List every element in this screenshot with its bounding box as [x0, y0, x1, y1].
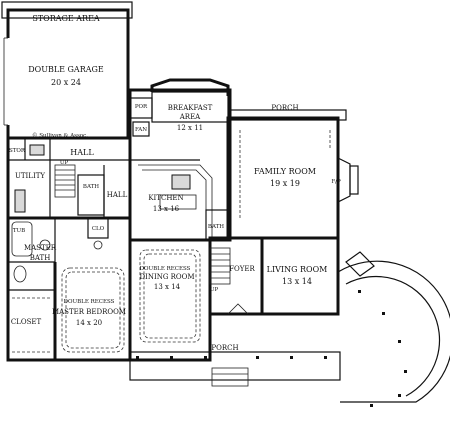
dining-note: DOUBLE RECESS: [140, 266, 191, 272]
front-porch: [129, 351, 341, 387]
porch-top-label: PORCH: [271, 104, 298, 112]
foyer-label: FOYER: [229, 265, 255, 273]
master-bath-label-line1: MASTER: [24, 244, 57, 252]
storage-area-label: STORAGE AREA: [32, 14, 100, 23]
up-label-1: UP: [60, 160, 69, 166]
gazebo-porch: [337, 251, 450, 407]
hall-side-label: HALL: [107, 191, 128, 199]
dining-room-size: 13 x 14: [154, 283, 181, 291]
living-room-size: 13 x 14: [282, 277, 312, 286]
copyright-label: © Sullivan & Assoc.: [32, 132, 88, 139]
porch-front-label: PORCH: [211, 344, 238, 352]
stor-label: STOR: [9, 148, 26, 154]
kitchen-size: 13 x 16: [153, 205, 180, 213]
master-bedroom-label: MASTER BEDROOM: [52, 308, 126, 316]
garage-size: 20 x 24: [51, 78, 81, 87]
closet-label: CLOSET: [11, 318, 42, 326]
master-bed-note: DOUBLE RECESS: [64, 299, 115, 305]
up-label-2: UP: [210, 287, 219, 293]
stairs-utility: [54, 164, 76, 198]
breakfast-size: 12 x 11: [177, 124, 203, 132]
fireplace-label: F/P: [331, 179, 341, 185]
master-bedroom-size: 14 x 20: [76, 319, 102, 327]
hall-upper-label: HALL: [70, 148, 94, 157]
garage-label: DOUBLE GARAGE: [28, 65, 104, 74]
clo-label: CLO: [92, 226, 105, 232]
breakfast-label-line1: BREAKFAST: [168, 104, 213, 112]
master-bath-label-line2: BATH: [30, 254, 51, 262]
family-room-size: 19 x 19: [270, 179, 300, 188]
breakfast-label-line2: AREA: [179, 113, 201, 121]
kitchen-dining-block: [128, 88, 232, 362]
tub-label: TUB: [13, 228, 25, 234]
bath-small-label: BATH: [83, 184, 99, 190]
living-room-label: LIVING ROOM: [267, 265, 328, 274]
family-room-label: FAMILY ROOM: [254, 167, 316, 176]
utility-label: UTILITY: [15, 172, 45, 180]
dining-room-label: DINING ROOM: [139, 273, 194, 281]
kitchen-label: KITCHEN: [148, 194, 183, 202]
fan-label: FAN: [135, 127, 147, 133]
stairs-foyer: [209, 247, 231, 285]
porch-small-label: POR: [135, 104, 148, 110]
master-suite-block: [6, 216, 132, 362]
breakfast-block: [129, 78, 230, 137]
family-living-block: [208, 109, 359, 316]
bath-kitchen-label: BATH: [208, 224, 224, 230]
